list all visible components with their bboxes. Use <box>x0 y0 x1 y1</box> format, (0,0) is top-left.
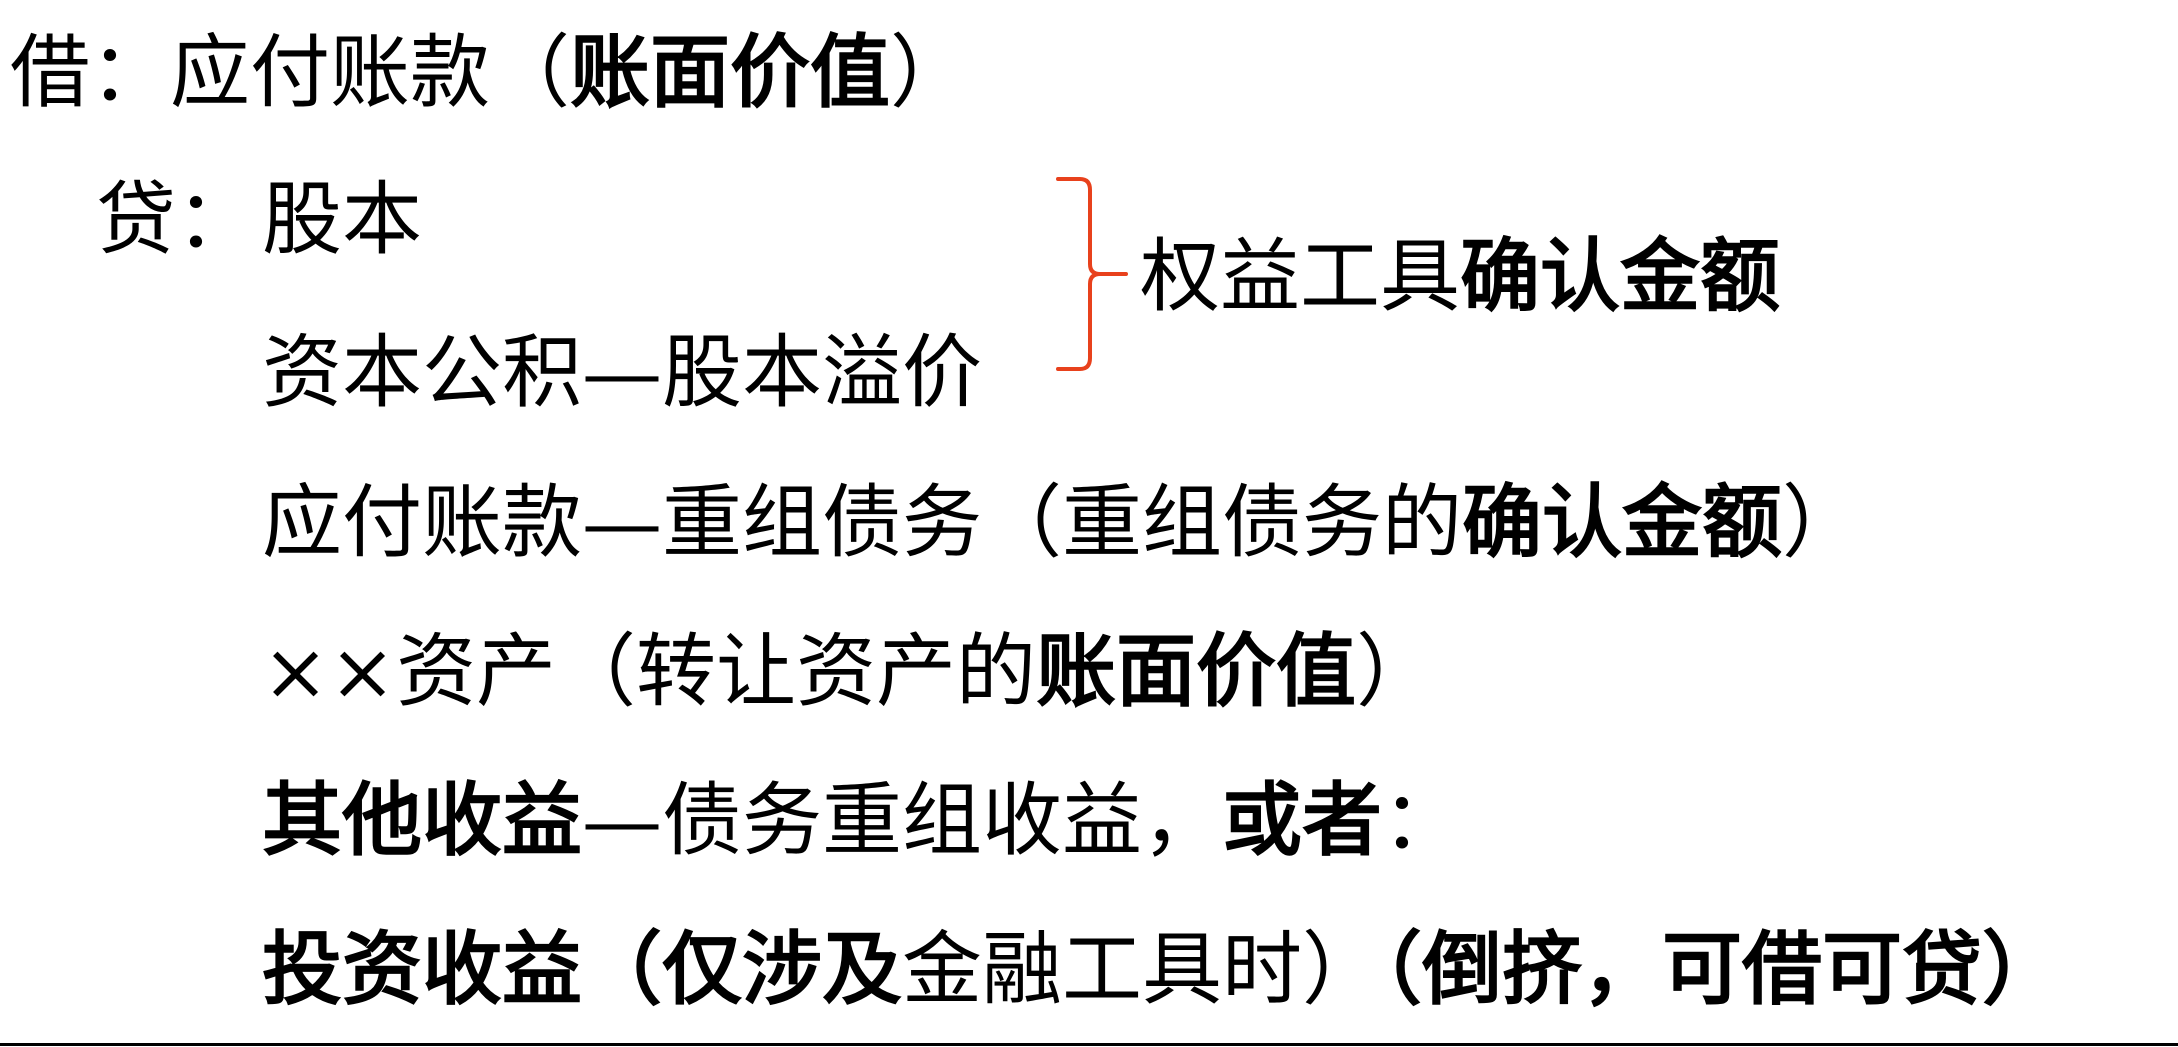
credit-account: 股本 <box>262 173 422 266</box>
credit-line-capital-reserve: 资本公积—股本溢价 <box>262 323 982 423</box>
credit-line-share-capital: 贷：股本 <box>96 170 422 270</box>
credit-subaccount: —债务重组收益， <box>582 774 1222 867</box>
debit-line: 借：应付账款（账面价值） <box>10 22 970 122</box>
debit-label: 借： <box>10 26 170 119</box>
debit-open-paren: （ <box>490 26 570 119</box>
credit-note-bold: 账面价值 <box>1036 624 1357 718</box>
brace-annotation: 权益工具确认金额 <box>1140 226 1780 327</box>
credit-line-restructured-payable: 应付账款—重组债务（重组债务的确认金额） <box>262 472 1862 572</box>
credit-account-bold: 其他收益 <box>262 773 582 867</box>
credit-line-transferred-asset: ××资产（转让资产的账面价值） <box>262 621 1436 721</box>
debit-close-paren: ） <box>890 26 970 119</box>
credit-close-paren: ） <box>1356 625 1437 718</box>
credit-account: ××资产（转让资产的 <box>262 625 1037 718</box>
debit-account: 应付账款 <box>170 26 490 119</box>
credit-account-bold: 投资收益（仅涉及 <box>262 922 902 1016</box>
credit-line-other-income: 其他收益—债务重组收益，或者： <box>262 770 1462 870</box>
credit-label: 贷： <box>96 173 256 266</box>
credit-plug-note: （倒挤，可借可贷） <box>1382 922 2062 1016</box>
credit-line-investment-income: 投资收益（仅涉及金融工具时）（倒挤，可借可贷） <box>262 919 2062 1019</box>
credit-account: 应付账款—重组债务（重组债务的 <box>262 476 1462 569</box>
bottom-divider <box>0 1043 2178 1046</box>
credit-close-paren: ） <box>1782 476 1862 569</box>
debit-note: 账面价值 <box>570 25 890 119</box>
credit-colon: ： <box>1382 774 1462 867</box>
credit-note-bold: 确认金额 <box>1462 475 1782 569</box>
brace-annotation-normal: 权益工具 <box>1140 230 1460 323</box>
brace-annotation-bold: 确认金额 <box>1460 229 1780 323</box>
credit-account: 资本公积—股本溢价 <box>262 326 982 419</box>
credit-or-bold: 或者 <box>1222 773 1382 867</box>
credit-note: 金融工具时） <box>902 923 1382 1016</box>
right-brace-icon <box>1056 177 1128 371</box>
